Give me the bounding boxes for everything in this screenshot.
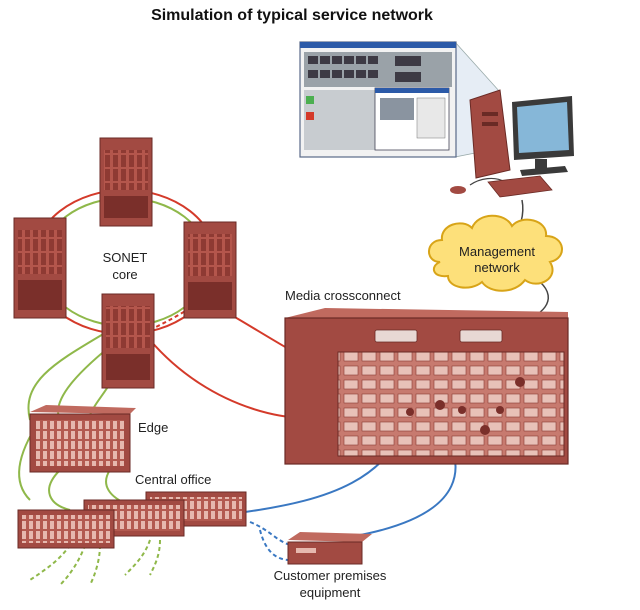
customer-premises-box-icon [287, 532, 372, 565]
diagram-title: Simulation of typical service network [151, 7, 433, 24]
management-cloud-icon: Management network [428, 214, 563, 292]
customer-label-line2: equipment [300, 585, 361, 600]
green-tail-1 [29, 544, 71, 581]
computer-workstation-icon [450, 89, 574, 198]
green-tail-3 [89, 544, 101, 586]
sonet-label-line1: SONET [103, 250, 148, 265]
green-tail-4 [124, 539, 151, 576]
crossconnect-label: Media crossconnect [285, 288, 401, 303]
management-screenshot [299, 40, 501, 158]
customer-label-line1: Customer premises [274, 568, 387, 583]
central-office-rack-icon [17, 491, 247, 549]
blue-dashed-link-2 [259, 529, 291, 561]
green-link-1 [27, 329, 111, 421]
edge-router-icon [29, 405, 136, 473]
sonet-node-bottom [101, 293, 155, 389]
edge-label: Edge [138, 420, 168, 435]
central-office-label: Central office [135, 472, 211, 487]
sonet-node-right [183, 221, 237, 319]
blue-dashed-link-1 [249, 521, 291, 546]
sonet-label-line2: core [112, 267, 137, 282]
green-tail-2 [59, 544, 86, 586]
green-tail-5 [149, 539, 161, 576]
sonet-node-left [13, 217, 67, 319]
crossconnect-chassis-icon [284, 308, 569, 465]
sonet-node-top [99, 137, 153, 227]
green-link-5 [48, 469, 71, 511]
management-label-line2: network [474, 260, 520, 275]
management-label-line1: Management [459, 244, 535, 259]
